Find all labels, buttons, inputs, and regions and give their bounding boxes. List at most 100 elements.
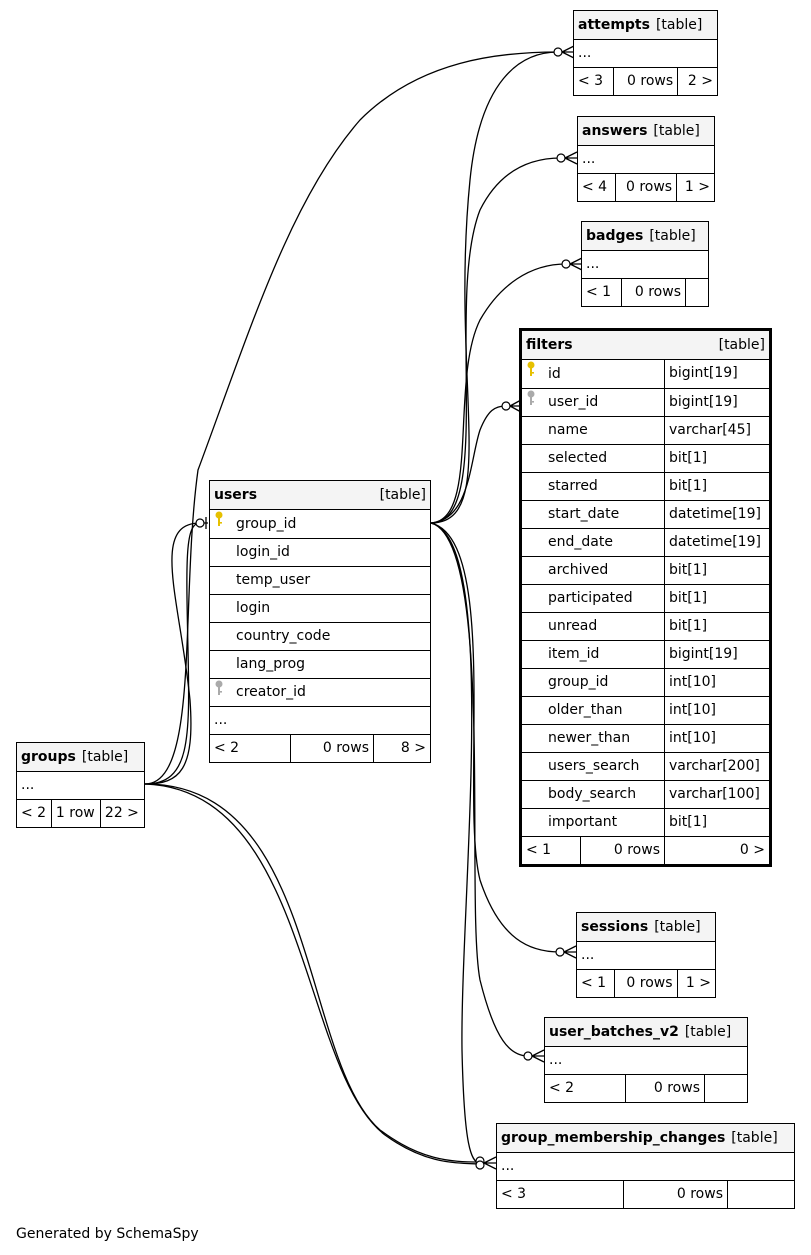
column-name-cell: login [209,593,431,623]
primary-key-icon [214,510,230,537]
foreign-key-icon [526,389,542,416]
table-header: user_batches_v2[table] [544,1017,748,1047]
table-type: [table] [655,16,703,33]
column-name: end_date [548,534,613,550]
table-name: group_membership_changes [501,1129,726,1146]
column-name: archived [548,562,609,578]
children-link[interactable]: 8 > [373,734,431,763]
column-type: int[10] [664,668,771,697]
table-header: attempts[table] [573,10,718,40]
table-type: [table] [684,1023,732,1040]
column-name-cell: unread [520,612,665,641]
table-type: [table] [649,227,696,244]
parents-link[interactable]: < 3 [573,67,614,96]
column-name: newer_than [548,730,631,746]
table-header: group_membership_changes[table] [496,1123,795,1153]
edge-groups-gmc [144,783,481,1163]
children-link[interactable]: 22 > [99,799,146,828]
table-type: [table] [379,486,426,503]
edge-users-user-batches [430,522,529,1057]
parents-link[interactable]: < 1 [581,278,622,307]
table-name: filters [526,336,573,353]
column-row[interactable]: login [209,593,431,623]
column-type: bit[1] [664,808,771,837]
column-row[interactable]: creator_id [209,677,431,707]
table-name: answers [582,122,648,139]
parents-link[interactable]: < 1 [520,836,581,866]
column-name: login_id [236,543,290,560]
parents-link[interactable]: < 2 [209,734,291,763]
ellipsis-row: ... [581,250,709,279]
column-name-cell: user_id [520,387,665,417]
table-header: users [table] [209,480,431,510]
ellipsis-row: ... [16,771,145,800]
column-row[interactable]: country_code [209,621,431,651]
column-row[interactable]: lang_prog [209,649,431,679]
children-link[interactable]: 0 > [664,836,771,866]
column-row[interactable]: login_id [209,537,431,567]
column-type: varchar[200] [664,752,771,781]
table-name: users [214,486,258,503]
children-link[interactable]: 1 > [676,969,717,998]
edge-groups-attempts [144,51,559,785]
column-name: important [548,814,618,830]
table-type: [table] [81,748,129,765]
column-name: item_id [548,646,600,662]
column-name-cell: archived [520,556,665,585]
parents-link[interactable]: < 1 [575,969,616,998]
table-type: [table] [654,918,701,935]
children-link[interactable] [727,1180,795,1209]
column-row[interactable]: group_id [209,509,431,539]
column-name: temp_user [236,571,311,588]
table-header: answers[table] [577,116,715,146]
parents-link[interactable]: < 3 [496,1180,624,1209]
column-name: unread [548,618,598,634]
column-name: user_id [548,394,599,410]
ellipsis-row: ... [573,39,718,68]
column-row[interactable]: temp_user [209,565,431,595]
column-name: lang_prog [236,655,306,672]
column-type: int[10] [664,724,771,753]
children-link[interactable] [685,278,709,307]
children-link[interactable] [704,1074,748,1103]
column-row[interactable]: important bit[1] [520,808,771,837]
parents-link[interactable]: < 2 [544,1074,626,1103]
column-name: participated [548,590,633,606]
children-link[interactable]: 2 > [677,67,718,96]
column-name: login [236,599,271,616]
column-name-cell: name [520,416,665,445]
column-name-cell: body_search [520,780,665,809]
children-link[interactable]: 1 > [676,173,715,202]
row-count: 0 rows [290,734,374,763]
column-name-cell: participated [520,584,665,613]
column-row[interactable]: newer_than int[10] [520,724,771,753]
column-row[interactable]: archived bit[1] [520,556,771,585]
column-type: bit[1] [664,556,771,585]
parents-link[interactable]: < 2 [16,799,52,828]
ellipsis-row: ... [496,1152,795,1181]
parents-link[interactable]: < 4 [577,173,616,202]
